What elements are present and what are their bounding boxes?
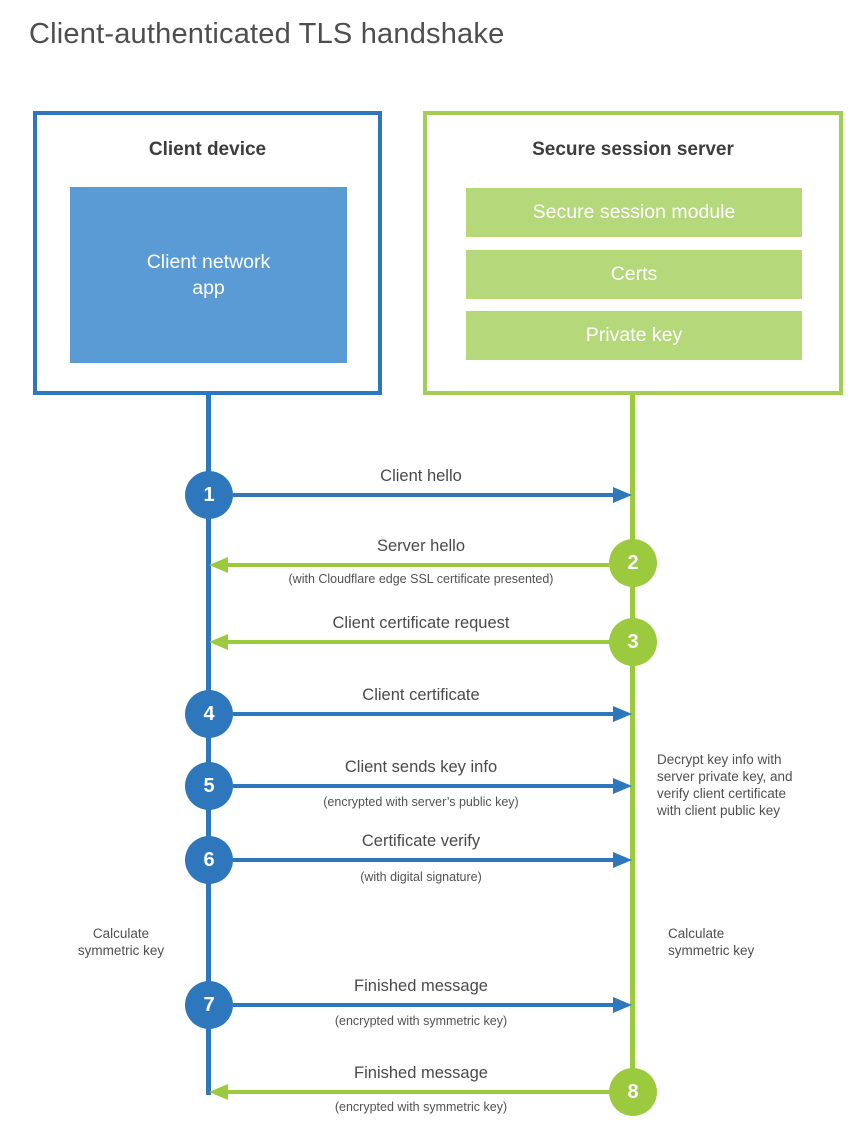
step-6-circle: 6 xyxy=(185,836,233,884)
step-6-arrowhead-right-icon xyxy=(613,852,632,868)
step-7-sublabel: (encrypted with symmetric key) xyxy=(334,1014,508,1028)
step-7-arrowhead-right-icon xyxy=(613,997,632,1013)
step-8-arrow-line xyxy=(228,1090,609,1094)
step-1-arrowhead-right-icon xyxy=(613,487,632,503)
calculate-symmetric-key-client: Calculate symmetric key xyxy=(77,926,165,959)
server-module-secure-session: Secure session module xyxy=(466,188,802,237)
step-3-label: Client certificate request xyxy=(332,614,510,632)
step-6-sublabel: (with digital signature) xyxy=(360,870,482,884)
step-1-circle: 1 xyxy=(185,471,233,519)
decrypt-note: Decrypt key info with server private key… xyxy=(657,752,793,819)
step-8-sublabel: (encrypted with symmetric key) xyxy=(334,1100,508,1114)
step-2-arrow-line xyxy=(228,563,609,567)
server-module-certs: Certs xyxy=(466,250,802,299)
step-5-label: Client sends key info xyxy=(344,758,498,776)
step-2-sublabel: (with Cloudflare edge SSL certificate pr… xyxy=(288,572,554,586)
step-8-circle: 8 xyxy=(609,1068,657,1116)
step-2-circle: 2 xyxy=(609,539,657,587)
step-4-arrow-line xyxy=(233,712,613,716)
step-5-sublabel: (encrypted with server’s public key) xyxy=(323,795,519,809)
step-5-arrowhead-right-icon xyxy=(613,778,632,794)
step-2-arrowhead-left-icon xyxy=(209,557,228,573)
client-device-box: Client device Client network app xyxy=(33,111,382,395)
step-2-label: Server hello xyxy=(376,537,466,555)
step-3-arrow-line xyxy=(228,640,609,644)
step-4-circle: 4 xyxy=(185,690,233,738)
server-lifeline xyxy=(630,395,635,1094)
step-8-arrowhead-left-icon xyxy=(209,1084,228,1100)
step-4-arrowhead-right-icon xyxy=(613,706,632,722)
server-title: Secure session server xyxy=(532,139,734,160)
client-device-title: Client device xyxy=(148,139,267,160)
client-lifeline xyxy=(206,395,211,1095)
client-network-app-box: Client network app xyxy=(70,187,347,363)
client-network-app-label: Client network app xyxy=(146,250,271,299)
step-4-label: Client certificate xyxy=(362,686,480,704)
step-5-arrow-line xyxy=(233,784,613,788)
step-3-arrowhead-left-icon xyxy=(209,634,228,650)
step-5-circle: 5 xyxy=(185,762,233,810)
server-module-private-key: Private key xyxy=(466,311,802,360)
page-title: Client-authenticated TLS handshake xyxy=(29,18,505,50)
calculate-symmetric-key-server: Calculate symmetric key xyxy=(668,926,755,959)
step-1-arrow-line xyxy=(233,493,613,497)
step-6-label: Certificate verify xyxy=(361,832,481,850)
step-7-label: Finished message xyxy=(354,977,488,995)
step-3-circle: 3 xyxy=(609,618,657,666)
step-7-circle: 7 xyxy=(185,981,233,1029)
secure-session-server-box: Secure session server Secure session mod… xyxy=(423,111,843,395)
step-1-label: Client hello xyxy=(380,467,462,485)
step-8-label: Finished message xyxy=(354,1064,488,1082)
step-7-arrow-line xyxy=(233,1003,613,1007)
step-6-arrow-line xyxy=(233,858,613,862)
